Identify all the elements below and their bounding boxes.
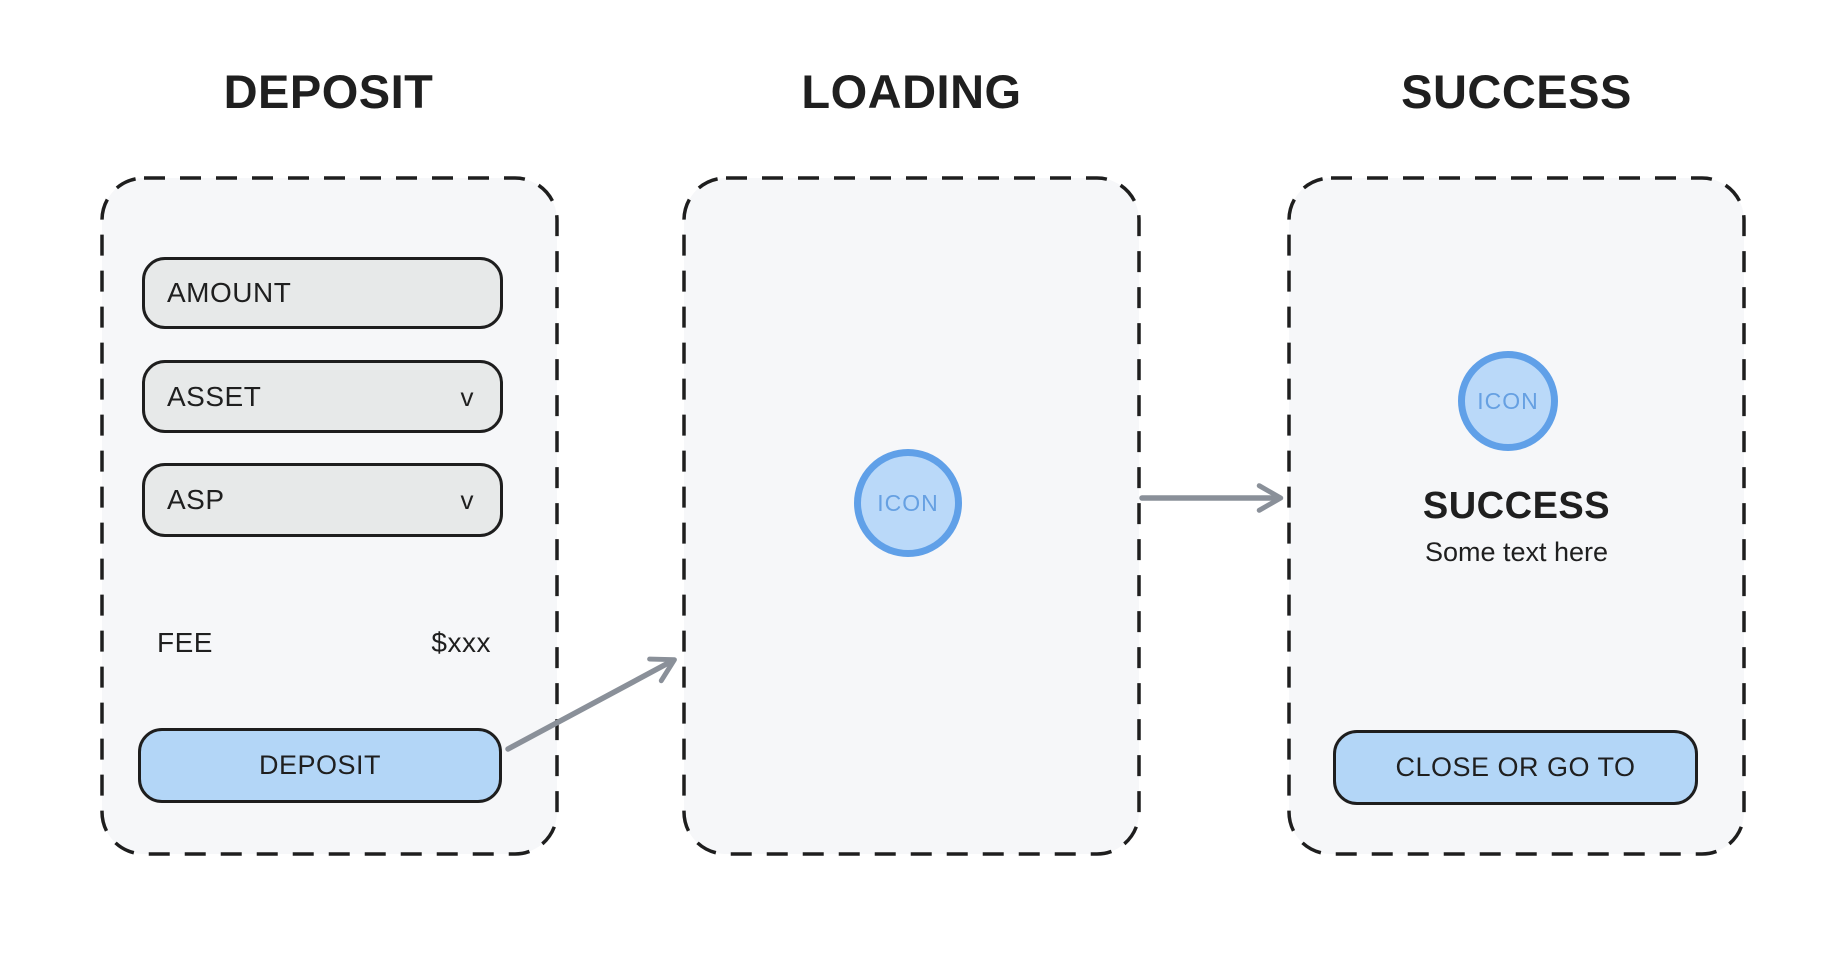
loading-icon-label: ICON <box>877 489 939 516</box>
loading-icon: ICON <box>854 449 962 557</box>
success-heading: SUCCESS <box>1422 485 1611 527</box>
asp-select[interactable]: ASP v <box>142 463 503 537</box>
close-or-goto-button[interactable]: CLOSE OR GO TO <box>1333 730 1698 805</box>
success-step-title: SUCCESS <box>1401 65 1632 118</box>
success-subtext: Some text here <box>1424 537 1609 567</box>
asp-select-label: ASP <box>167 484 225 515</box>
success-panel-outline <box>1287 176 1746 856</box>
deposit-button[interactable]: DEPOSIT <box>138 728 502 803</box>
chevron-down-icon: v <box>460 485 474 515</box>
arrow-deposit-to-loading <box>505 656 677 752</box>
loading-step-title: LOADING <box>801 65 1022 118</box>
fee-row: FEE $xxx <box>157 626 491 660</box>
amount-input[interactable] <box>142 257 503 329</box>
success-icon-label: ICON <box>1477 387 1539 414</box>
chevron-down-icon: v <box>460 381 474 412</box>
deposit-step-title: DEPOSIT <box>223 65 434 118</box>
asset-select[interactable]: ASSET v <box>142 360 503 433</box>
fee-label: FEE <box>157 627 213 658</box>
success-icon: ICON <box>1458 351 1558 451</box>
asset-select-label: ASSET <box>167 380 262 412</box>
fee-value: $xxx <box>431 627 491 658</box>
